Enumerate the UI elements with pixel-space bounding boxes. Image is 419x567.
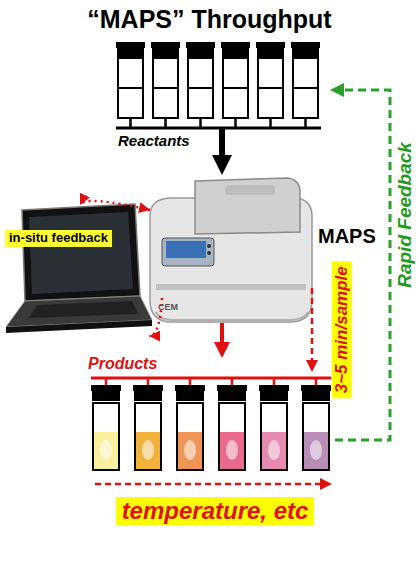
maps-instrument: MAPS [150,175,312,323]
diagram-title: “MAPS” Throughput [0,5,419,34]
vial-content [262,432,286,469]
reactant-vial [151,42,180,128]
reactant-bracket [116,127,321,130]
vial-glow [268,440,280,460]
panel-button [207,251,211,255]
product-vial [175,378,205,470]
control-panel [162,238,214,266]
reactant-vial [256,42,285,128]
instrument-band [156,284,306,290]
node-text: MAPS [318,225,376,248]
product-vial [259,378,289,470]
vial-content [220,432,244,469]
temperature-badge: temperature, etc [116,497,315,525]
instrument-base [156,312,308,320]
vial-glow [184,440,196,460]
node-text: Products [88,355,157,373]
feedback-dotted-arrow [80,201,150,210]
vial-glow [100,440,112,460]
node-text: Reactants [118,132,190,149]
product-vial [133,378,163,470]
product-group: Products [85,358,335,474]
vial-content [94,432,118,469]
reactant-vial [186,42,215,128]
vial-content [136,432,160,469]
brand-label: CEM [158,302,178,312]
laptop-display [29,212,133,294]
instrument-slot [225,185,275,195]
temperature-arrow [95,483,320,486]
vial-content [304,432,328,469]
instrument-lid [195,178,300,234]
panel-button [207,244,211,248]
node-text: 3~5 min/sample [332,266,352,393]
node-text: temperature, etc [122,497,309,525]
product-bracket [91,377,331,380]
reactant-vial [291,42,320,128]
laptop-edge [6,320,152,333]
vial-content [178,432,202,469]
reactant-vial [116,42,145,128]
reactant-vial [221,42,250,128]
laptop-keys [28,301,138,318]
vial-glow [310,440,322,460]
reactant-group: Reactants [110,40,330,154]
laptop-feedback: in-situ feedback [5,205,147,335]
time-badge: 3~5 min/sample [332,261,352,398]
flow-arrow [220,323,224,342]
laptop-screen [22,204,140,301]
flow-arrow [219,154,225,155]
vial-glow [142,440,154,460]
vial-glow [226,440,238,460]
edge-label: Rapid Feedback [394,142,416,288]
product-vial [91,378,121,470]
product-vial [217,378,247,470]
product-vial [301,378,331,470]
time-arrow [311,288,314,360]
node-text: in-situ feedback [5,230,112,247]
panel-screen [166,241,206,258]
arrow-stem [219,127,225,157]
